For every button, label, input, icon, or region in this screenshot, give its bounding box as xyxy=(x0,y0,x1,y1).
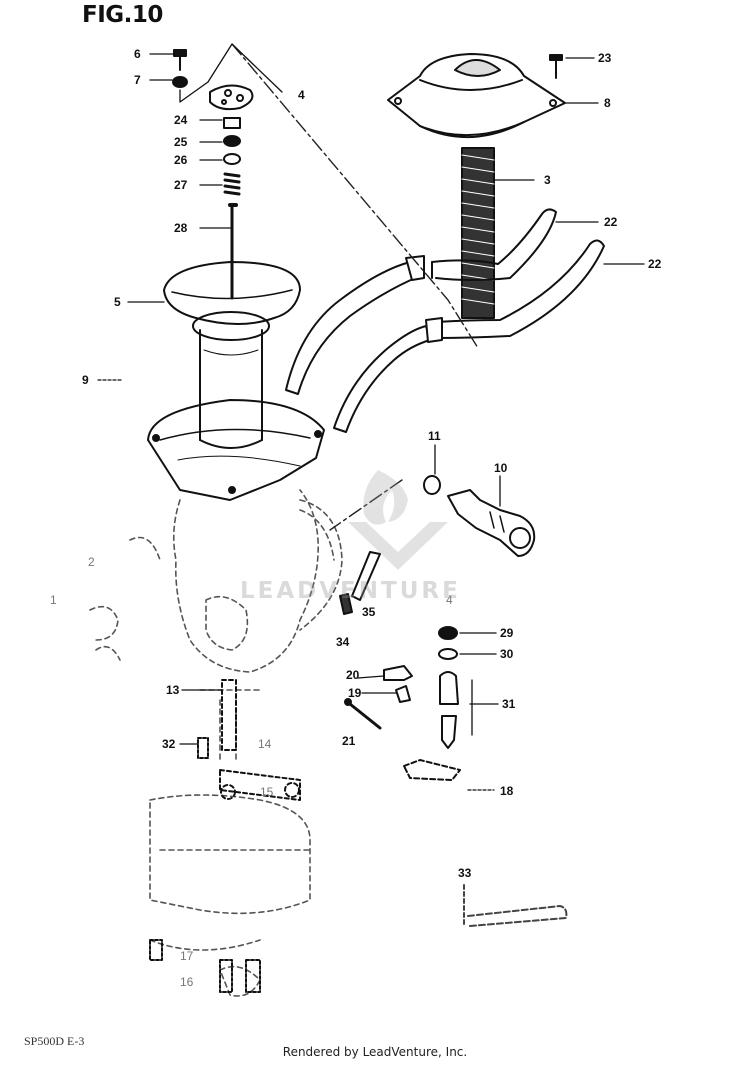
assembly-line xyxy=(231,43,479,531)
hose-part-22 xyxy=(431,208,605,339)
callout-2: 2 xyxy=(88,555,95,569)
jet-holder-part-35 xyxy=(339,551,381,615)
main-jet-part-13 xyxy=(221,679,237,751)
carburetor-body-top xyxy=(147,399,325,501)
washer-part-29 xyxy=(438,626,458,640)
callout-27: 27 xyxy=(174,178,188,192)
needle-clip-parts-24-27 xyxy=(223,117,241,196)
callout-15: 15 xyxy=(260,785,274,799)
callout-labels: 6 7 4 24 25 26 27 28 5 9 23 8 3 22 22 11… xyxy=(50,47,662,989)
callout-6: 6 xyxy=(134,47,141,61)
float-arm-part-18 xyxy=(403,759,461,781)
callout-30: 30 xyxy=(500,647,514,661)
callout-1: 1 xyxy=(50,593,57,607)
callout-32: 32 xyxy=(162,737,176,751)
callout-26: 26 xyxy=(174,153,188,167)
carburetor-body xyxy=(89,489,343,997)
callout-33: 33 xyxy=(458,866,472,880)
retainer-plate-part-4 xyxy=(209,84,254,111)
callout-35: 35 xyxy=(362,605,376,619)
callout-34: 34 xyxy=(336,635,350,649)
top-cap-part-8 xyxy=(387,53,566,139)
washer-part-32 xyxy=(197,737,209,759)
spring-part-3 xyxy=(461,147,495,319)
float-needle-part-31 xyxy=(439,671,459,749)
watermark-text: LEADVENTURE xyxy=(240,578,461,604)
needle-jet-part-14-15 xyxy=(219,769,301,801)
callout-5: 5 xyxy=(114,295,121,309)
callout-23: 23 xyxy=(598,51,612,65)
callout-18: 18 xyxy=(500,784,514,798)
diagram-code: SP500D E-3 xyxy=(24,1034,85,1048)
gasket-part-30 xyxy=(438,648,458,660)
callout-31: 31 xyxy=(502,697,516,711)
drain-tube-part-33 xyxy=(463,884,568,927)
callout-19: 19 xyxy=(348,686,362,700)
leader-lines xyxy=(97,43,645,791)
screw-part-23 xyxy=(549,54,563,79)
callout-21: 21 xyxy=(342,734,356,748)
callout-4: 4 xyxy=(298,88,305,102)
pin-part-19 xyxy=(395,685,411,703)
callout-22-upper: 22 xyxy=(604,215,618,229)
callout-3: 3 xyxy=(544,173,551,187)
screw-part-6 xyxy=(173,49,187,71)
callout-20: 20 xyxy=(346,668,360,682)
callout-25: 25 xyxy=(174,135,188,149)
callout-11: 11 xyxy=(428,429,441,443)
callout-17: 17 xyxy=(180,949,194,963)
callout-9: 9 xyxy=(82,373,89,387)
figure-title: FIG.10 xyxy=(82,2,163,28)
callout-4-lower: 4 xyxy=(446,593,453,607)
footer-credit: Rendered by LeadVenture, Inc. xyxy=(282,1045,468,1059)
washer-part-7 xyxy=(172,76,188,88)
callout-13: 13 xyxy=(166,683,180,697)
clip-part-20 xyxy=(383,665,413,681)
callout-16: 16 xyxy=(180,975,194,989)
pin-part-21 xyxy=(344,698,382,730)
vent-tubes xyxy=(285,255,443,433)
callout-7: 7 xyxy=(134,73,141,87)
jet-needle-part-28 xyxy=(228,203,238,300)
screw-parts-16-17 xyxy=(149,939,261,993)
watermark-logo xyxy=(348,470,448,570)
callout-22-lower: 22 xyxy=(648,257,662,271)
callout-24: 24 xyxy=(174,113,188,127)
callout-28: 28 xyxy=(174,221,188,235)
callout-10: 10 xyxy=(494,461,508,475)
callout-29: 29 xyxy=(500,626,514,640)
o-ring-part-11 xyxy=(423,475,441,495)
callout-8: 8 xyxy=(604,96,611,110)
callout-14: 14 xyxy=(258,737,272,751)
choke-plunger-part-10 xyxy=(447,489,536,557)
